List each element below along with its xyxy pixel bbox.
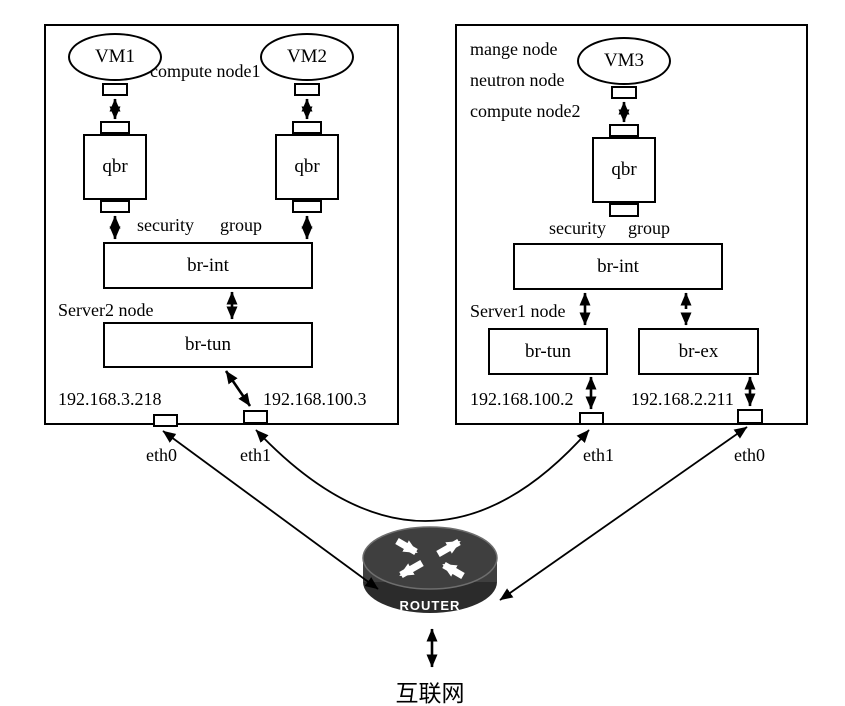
- role-neutron-node: neutron node: [470, 70, 565, 90]
- qbr3-label: qbr: [611, 159, 637, 180]
- ip-eth0-right: 192.168.2.211: [631, 389, 734, 409]
- vm3-tap-port: [611, 86, 637, 99]
- role-mange-node: mange node: [470, 39, 558, 59]
- qbr2-label: qbr: [294, 156, 320, 177]
- vm3-node: VM3: [577, 37, 671, 85]
- router-cylinder-top: [362, 526, 498, 590]
- qbr2-bridge: qbr: [275, 134, 339, 200]
- ip-eth0-left: 192.168.3.218: [58, 389, 162, 409]
- vm1-label: VM1: [94, 46, 136, 67]
- server1-node-box: [455, 24, 808, 425]
- group-label-right: group: [628, 218, 670, 238]
- link-eth1-left-eth1-right: [255, 429, 590, 522]
- compute-node1-title: compute node1: [150, 61, 261, 81]
- ip-eth1-right: 192.168.100.2: [470, 389, 574, 409]
- qbr1-top-port: [100, 121, 130, 134]
- server2-node-label: Server2 node: [58, 300, 154, 320]
- br-tun-left-label: br-tun: [184, 334, 232, 355]
- eth0-label-left: eth0: [146, 445, 177, 465]
- vm1-node: VM1: [68, 33, 162, 81]
- internet-label: 互联网: [395, 681, 465, 706]
- br-int-right-label: br-int: [597, 255, 639, 277]
- eth1-label-left: eth1: [240, 445, 271, 465]
- eth0-label-right: eth0: [734, 445, 765, 465]
- br-tun-left: br-tun: [103, 322, 313, 368]
- eth0-port-left: [153, 414, 178, 427]
- group-label-left: group: [220, 215, 262, 235]
- router-arrows-glyph: [395, 537, 465, 580]
- qbr2-bottom-port: [292, 200, 322, 213]
- link-eth0-right-router: [499, 426, 748, 601]
- qbr3-bottom-port: [609, 203, 639, 217]
- br-tun-right-label: br-tun: [524, 340, 572, 362]
- qbr1-bridge: qbr: [83, 134, 147, 200]
- vm2-tap-port: [294, 83, 320, 96]
- br-int-left: br-int: [103, 242, 313, 289]
- br-ex-right: br-ex: [638, 328, 759, 375]
- server1-node-label: Server1 node: [470, 301, 566, 321]
- qbr3-bridge: qbr: [592, 137, 656, 203]
- role-compute-node2: compute node2: [470, 101, 581, 121]
- qbr3-top-port: [609, 124, 639, 137]
- router-label: ROUTER: [400, 598, 461, 613]
- compute-node1-box: [44, 24, 399, 425]
- eth1-port-right: [579, 412, 604, 425]
- eth1-label-right: eth1: [583, 445, 614, 465]
- br-int-right: br-int: [513, 243, 723, 290]
- eth0-port-right: [737, 409, 763, 424]
- vm1-tap-port: [102, 83, 128, 96]
- br-int-left-label: br-int: [187, 254, 229, 276]
- qbr1-bottom-port: [100, 200, 130, 213]
- qbr2-top-port: [292, 121, 322, 134]
- router-icon: ROUTER: [362, 526, 498, 613]
- vm3-label: VM3: [603, 50, 645, 71]
- security-label-left: security: [137, 215, 194, 235]
- vm2-label: VM2: [286, 46, 328, 67]
- br-tun-right: br-tun: [488, 328, 608, 375]
- eth1-port-left: [243, 410, 268, 424]
- security-label-right: security: [549, 218, 606, 238]
- br-ex-label: br-ex: [678, 340, 719, 362]
- qbr1-label: qbr: [102, 156, 128, 177]
- ip-eth1-left: 192.168.100.3: [263, 389, 367, 409]
- vm2-node: VM2: [260, 33, 354, 81]
